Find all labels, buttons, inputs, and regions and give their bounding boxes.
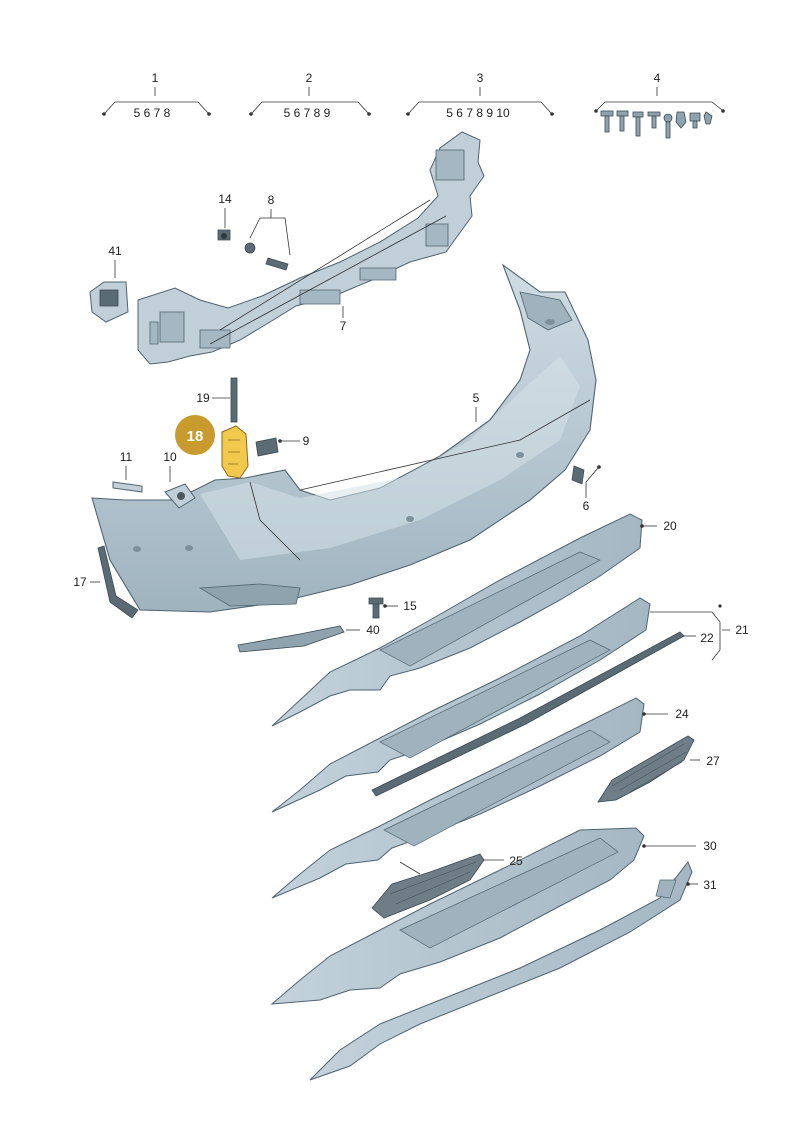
grommet-10[interactable]: [164, 483, 196, 509]
bracket-9[interactable]: [255, 437, 279, 457]
callout-24[interactable]: 24: [675, 707, 689, 721]
callout-5[interactable]: 5: [473, 391, 480, 405]
callout-25[interactable]: 25: [509, 854, 523, 868]
diffuser-20[interactable]: [271, 513, 643, 727]
callout-11[interactable]: 11: [120, 450, 133, 464]
group-number: 3: [477, 71, 484, 85]
grille-27[interactable]: [597, 735, 695, 803]
callout-6[interactable]: 6: [583, 499, 590, 513]
group-subitems: 5 6 7 8 9: [284, 106, 331, 120]
callout-7[interactable]: 7: [340, 319, 347, 333]
callout-10[interactable]: 10: [163, 450, 177, 464]
trim-strip-11[interactable]: [112, 481, 143, 493]
callout-27[interactable]: 27: [706, 754, 720, 768]
sensor-holder-41[interactable]: [89, 281, 129, 323]
group-3[interactable]: 3 5 6 7 8 9 10: [406, 71, 554, 120]
group-subitems: 5 6 7 8 9 10: [446, 106, 510, 120]
bumper-carrier[interactable]: [137, 131, 485, 365]
group-number: 2: [306, 71, 313, 85]
callout-8[interactable]: 8: [268, 193, 275, 207]
screw-15[interactable]: [368, 597, 384, 619]
highlight-badge[interactable]: 18: [175, 415, 215, 455]
clip-6[interactable]: [571, 465, 585, 485]
group-number: 1: [152, 71, 159, 85]
callout-21[interactable]: 21: [735, 623, 749, 637]
callout-40[interactable]: 40: [366, 623, 380, 637]
callout-30[interactable]: 30: [703, 839, 717, 853]
fastener-set-icon: [600, 110, 713, 139]
callout-22[interactable]: 22: [700, 631, 714, 645]
bolt-set-8[interactable]: [244, 242, 289, 271]
diffuser-30[interactable]: [270, 827, 645, 1005]
callout-41[interactable]: 41: [108, 244, 122, 258]
callout-9[interactable]: 9: [303, 434, 310, 448]
callout-19[interactable]: 19: [196, 391, 210, 405]
badge-number: 18: [187, 428, 204, 445]
callout-15[interactable]: 15: [403, 599, 417, 613]
diffuser-22[interactable]: [271, 597, 685, 813]
callout-31[interactable]: 31: [703, 878, 717, 892]
bumper-cover[interactable]: [91, 263, 597, 613]
diffuser-31[interactable]: [309, 861, 693, 1081]
nut-14[interactable]: [217, 229, 231, 241]
reflector-trim-40[interactable]: [237, 625, 345, 653]
diffuser-24[interactable]: [271, 697, 645, 899]
group-number: 4: [654, 71, 661, 85]
group-subitems: 5 6 7 8: [134, 106, 171, 120]
highlighted-guide-18[interactable]: [221, 425, 249, 479]
callout-14[interactable]: 14: [218, 192, 232, 206]
group-1[interactable]: 1 5 6 7 8: [102, 71, 211, 120]
callout-20[interactable]: 20: [663, 519, 677, 533]
side-guide-17[interactable]: [97, 545, 139, 619]
group-2[interactable]: 2 5 6 7 8 9: [249, 71, 371, 120]
group-4[interactable]: 4: [594, 71, 725, 139]
screw-19[interactable]: [230, 377, 238, 423]
callout-17[interactable]: 17: [73, 575, 87, 589]
